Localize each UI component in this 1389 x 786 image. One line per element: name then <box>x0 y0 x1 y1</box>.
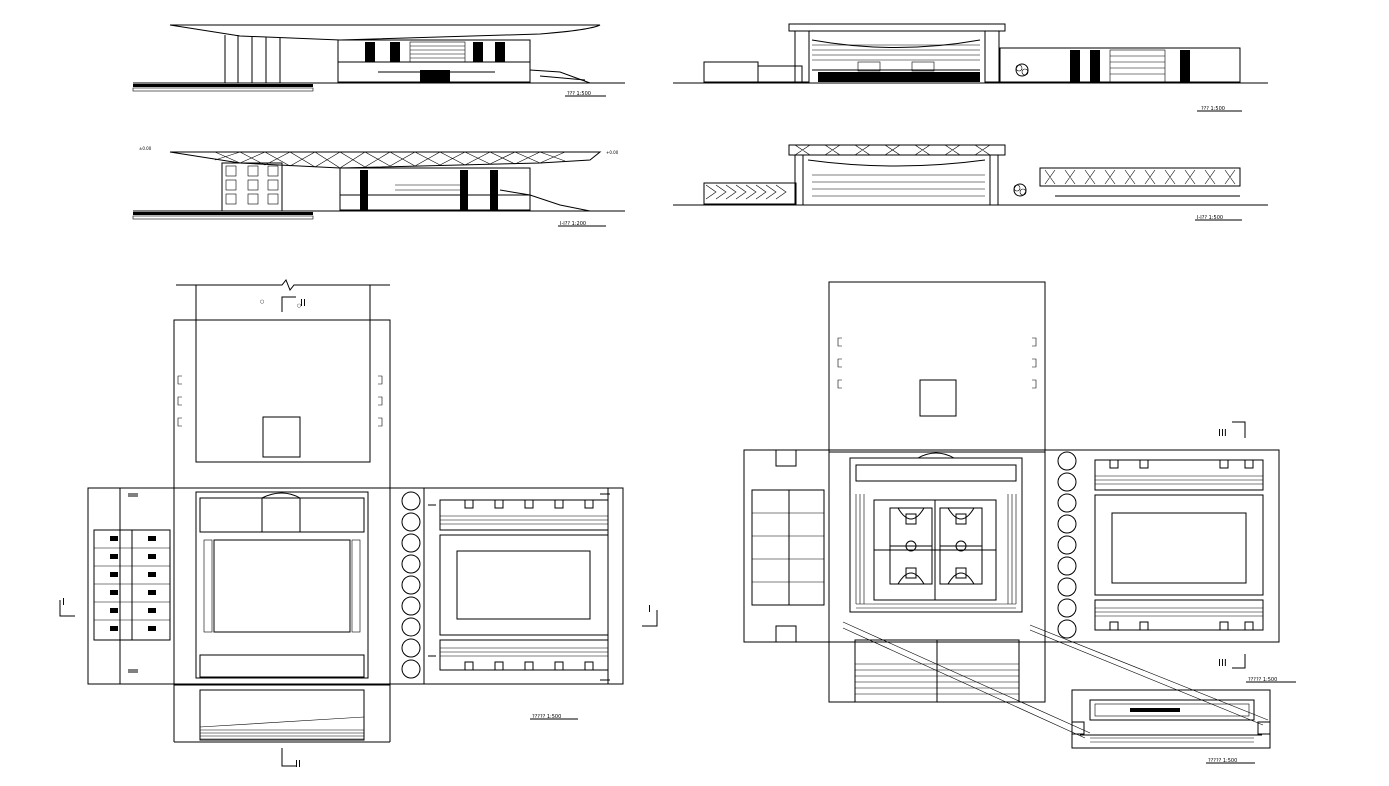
plan-right: III III ????? 1:500 <box>743 281 1296 739</box>
elevation-top-left: ??? 1:500 <box>132 24 625 97</box>
plan-label: ????? 1:500 <box>1208 758 1237 764</box>
plan-label: ????? 1:500 <box>1248 677 1277 683</box>
section-marker-iii: III <box>1218 658 1227 669</box>
section-marker-iii: III <box>1218 428 1227 439</box>
section-label: I-I?? 1:200 <box>560 221 586 227</box>
section-label: I-I?? 1:500 <box>1197 215 1223 221</box>
plan-detail: ????? 1:500 <box>1071 689 1271 764</box>
tree-icon <box>1015 63 1029 77</box>
elevation-label: ??? 1:500 <box>567 91 591 97</box>
basketball-court-markings <box>897 507 975 585</box>
plan-left: ○ ○ II <box>59 279 658 770</box>
section-marker-ii: II <box>295 759 301 770</box>
svg-text:±0.00: ±0.00 <box>139 146 152 151</box>
section-marker-i: I <box>62 597 65 608</box>
svg-text:○: ○ <box>297 303 301 309</box>
section-mid-left: ±0.00 +0.00 I-I?? 1:200 <box>132 146 625 227</box>
svg-text:○: ○ <box>260 299 264 305</box>
section-marker-i: I <box>648 604 651 615</box>
plan-label: ????? 1:500 <box>532 714 561 720</box>
elevation-label: ??? 1:500 <box>1201 106 1225 112</box>
section-marker-ii: II <box>300 298 306 309</box>
elevation-top-right: ??? 1:500 <box>673 23 1268 112</box>
svg-text:+0.00: +0.00 <box>606 150 619 155</box>
tree-icon <box>1013 183 1027 197</box>
section-mid-right: I-I?? 1:500 <box>673 144 1268 221</box>
